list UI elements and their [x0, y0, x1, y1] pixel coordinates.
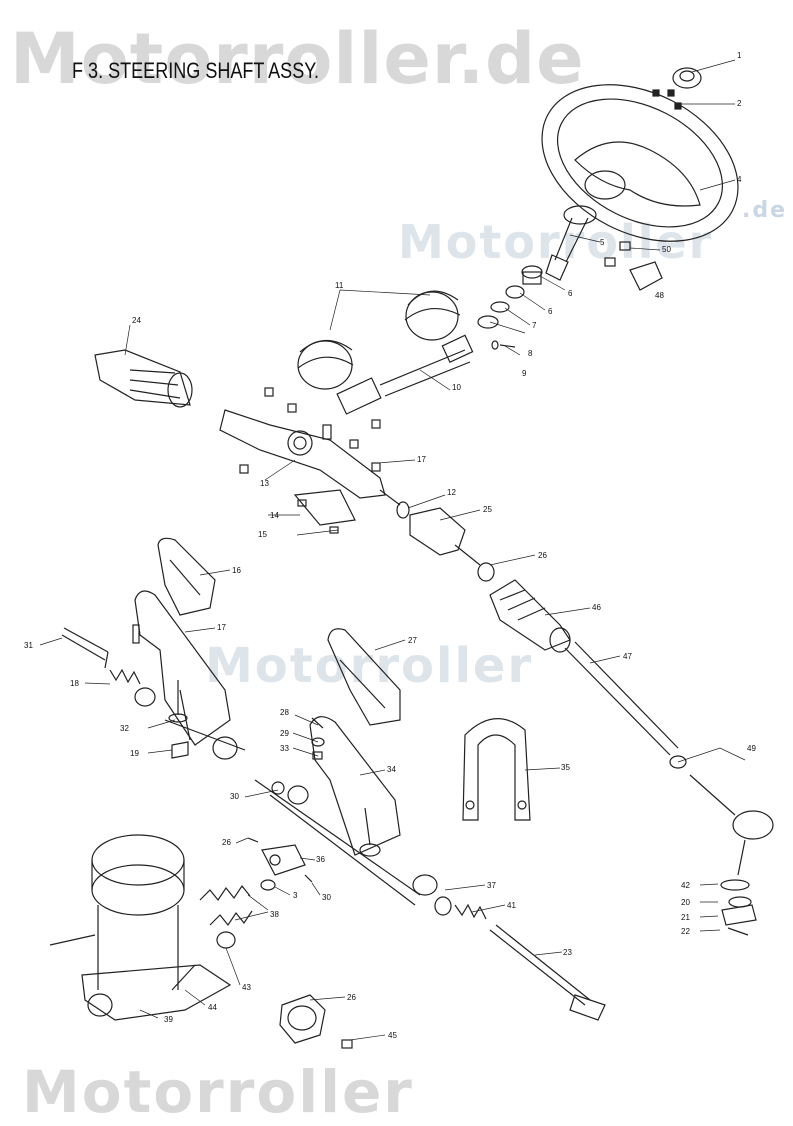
- boot-17-left: [94, 349, 193, 408]
- callout-4: 4: [737, 175, 742, 184]
- steering-hub: [545, 205, 597, 281]
- callout-17: 17: [417, 455, 426, 464]
- clamp-49: [462, 718, 531, 821]
- bolt-27: [61, 627, 109, 669]
- pedal-46: [157, 537, 216, 616]
- bushing-26-mid: [271, 781, 309, 805]
- callout-44: 44: [208, 1003, 217, 1012]
- callout-45: 45: [388, 1031, 397, 1040]
- callout-22: 22: [681, 927, 690, 936]
- callout-7: 7: [532, 321, 537, 330]
- callout-14: 14: [270, 511, 279, 520]
- callout-42: 42: [681, 881, 690, 890]
- spring-28: [109, 624, 141, 685]
- spring-42: [434, 896, 606, 1021]
- callout-47: 47: [623, 652, 632, 661]
- master-cylinder-44: [49, 834, 232, 1021]
- clamp-48: [604, 241, 663, 291]
- callout-30: 30: [230, 792, 239, 801]
- callout-33: 33: [280, 744, 289, 753]
- callout-10: 10: [452, 383, 461, 392]
- callout-25: 25: [483, 505, 492, 514]
- callout-34: 34: [387, 765, 396, 774]
- callout-9: 9: [522, 369, 527, 378]
- callout-50: 50: [662, 245, 671, 254]
- bushing-26-low: [171, 931, 236, 991]
- boot-17-right: [489, 579, 571, 653]
- shaft-11: [336, 334, 474, 415]
- springs-37: [199, 884, 253, 927]
- bolt-29: [168, 680, 189, 759]
- tie-rod-15: [396, 501, 495, 582]
- callout-26: 26: [538, 551, 547, 560]
- callout-19: 19: [130, 749, 139, 758]
- bracket-25: [293, 489, 356, 534]
- wheel-screws: [652, 89, 682, 110]
- callout-21: 21: [681, 913, 690, 922]
- callout-3: 3: [293, 891, 298, 900]
- callout-49: 49: [747, 744, 756, 753]
- callout-38: 38: [270, 910, 279, 919]
- callout-6: 6: [568, 289, 573, 298]
- callout-6: 6: [548, 307, 553, 316]
- callout-13: 13: [260, 479, 269, 488]
- boot-24-upper: [297, 290, 461, 390]
- rod-18: [564, 641, 679, 756]
- callout-29: 29: [280, 729, 289, 738]
- page-title: F 3. STEERING SHAFT ASSY.: [72, 58, 319, 83]
- bolt-32: [311, 717, 325, 760]
- horn-cap: [672, 67, 702, 89]
- callout-48: 48: [655, 291, 664, 300]
- pedal-arm-31: [134, 590, 246, 760]
- callout-11: 11: [335, 281, 344, 290]
- callout-46: 46: [592, 603, 601, 612]
- callout-15: 15: [258, 530, 267, 539]
- steering-wheel: [541, 84, 739, 242]
- callout-20: 20: [681, 898, 690, 907]
- callout-8: 8: [528, 349, 533, 358]
- callout-16: 16: [232, 566, 241, 575]
- callout-32: 32: [120, 724, 129, 733]
- callout-26: 26: [222, 838, 231, 847]
- callout-28: 28: [280, 708, 289, 717]
- nut-washers: [720, 879, 757, 936]
- callout-12: 12: [447, 488, 456, 497]
- callout-5: 5: [600, 238, 605, 247]
- callout-31: 31: [24, 641, 33, 650]
- bushings: [477, 265, 543, 350]
- block-3: [247, 837, 313, 891]
- callout-37: 37: [487, 881, 496, 890]
- callout-26: 26: [347, 993, 356, 1002]
- callout-17: 17: [217, 623, 226, 632]
- callout-18: 18: [70, 679, 79, 688]
- callout-27: 27: [408, 636, 417, 645]
- callout-30: 30: [322, 893, 331, 902]
- switch-39: [279, 994, 353, 1049]
- ball-joint-19: [669, 755, 774, 876]
- callout-36: 36: [316, 855, 325, 864]
- callout-39: 39: [164, 1015, 173, 1024]
- callout-2: 2: [737, 99, 742, 108]
- callout-1: 1: [737, 51, 742, 60]
- steering-rack-12: [219, 387, 401, 506]
- callout-43: 43: [242, 983, 251, 992]
- callout-24: 24: [132, 316, 141, 325]
- callout-35: 35: [561, 763, 570, 772]
- pedal-47: [327, 628, 401, 726]
- callout-41: 41: [507, 901, 516, 910]
- callout-23: 23: [563, 948, 572, 957]
